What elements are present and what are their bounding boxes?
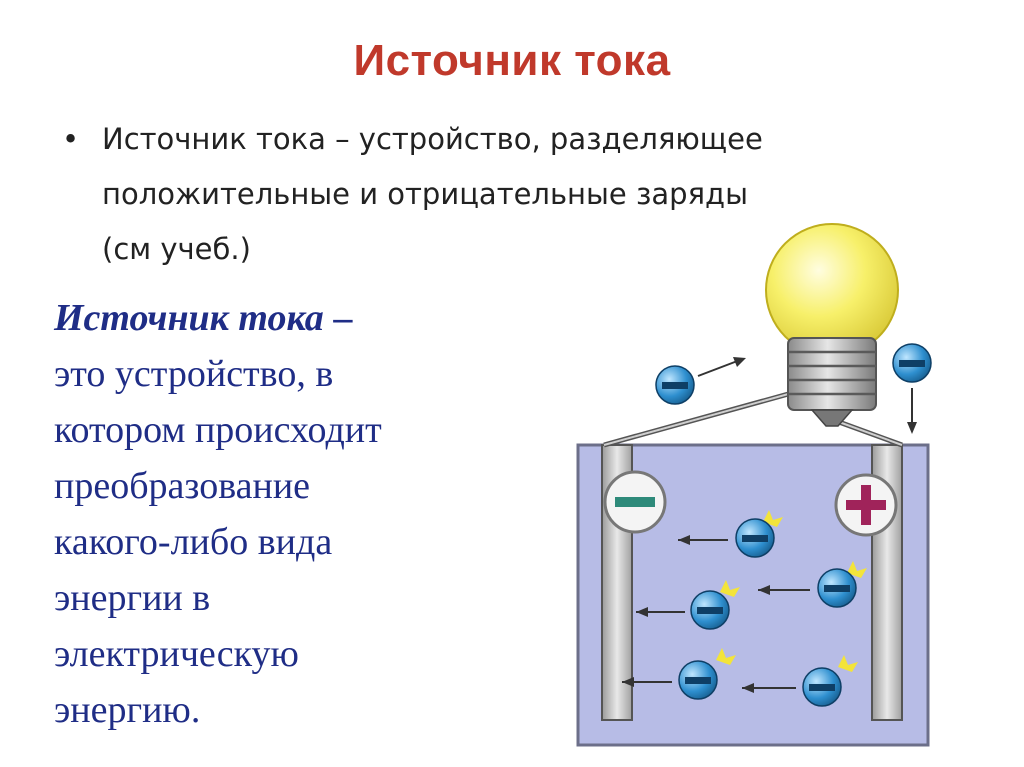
electron [622,648,736,700]
definition-line: какого-либо вида [54,521,333,563]
bulb-threads [788,350,876,396]
definition-line: энергии в [54,577,211,619]
bullet-line: (см учеб.) [102,232,251,266]
negative-terminal: − [603,470,667,534]
electron [678,510,783,558]
electron [636,580,740,630]
definition-line: энергию. [54,689,201,731]
definition-line: котором происходит [54,409,382,451]
definition-dash: – [323,297,353,339]
definition-line: электрическую [54,633,299,675]
definition-block: Источник тока – это устройство, в которо… [54,290,494,738]
bulb-glass [765,223,899,357]
bulb-tip [810,409,854,427]
bullet-line: Источник тока – устройство, разделяющее [102,122,763,156]
bullet-marker: • [62,122,80,156]
electron [892,343,932,434]
electron [742,655,858,707]
slide-title: Источник тока [353,36,671,85]
bulb-base [787,337,877,411]
positive-terminal: + [834,473,898,537]
definition-line: преобразование [54,465,311,507]
definition-term: Источник тока [54,297,324,339]
definition-term-line: Источник тока – [54,290,494,346]
electron [655,357,746,405]
wire-negative-inner [603,387,811,446]
bullet-line: положительные и отрицательные заряды [102,177,748,211]
electron [758,561,867,608]
definition-line: это устройство, в [54,353,334,395]
bullet-text: Источник тока – устройство, разделяющее … [102,112,962,277]
current-source-illustration: − + [576,223,932,747]
